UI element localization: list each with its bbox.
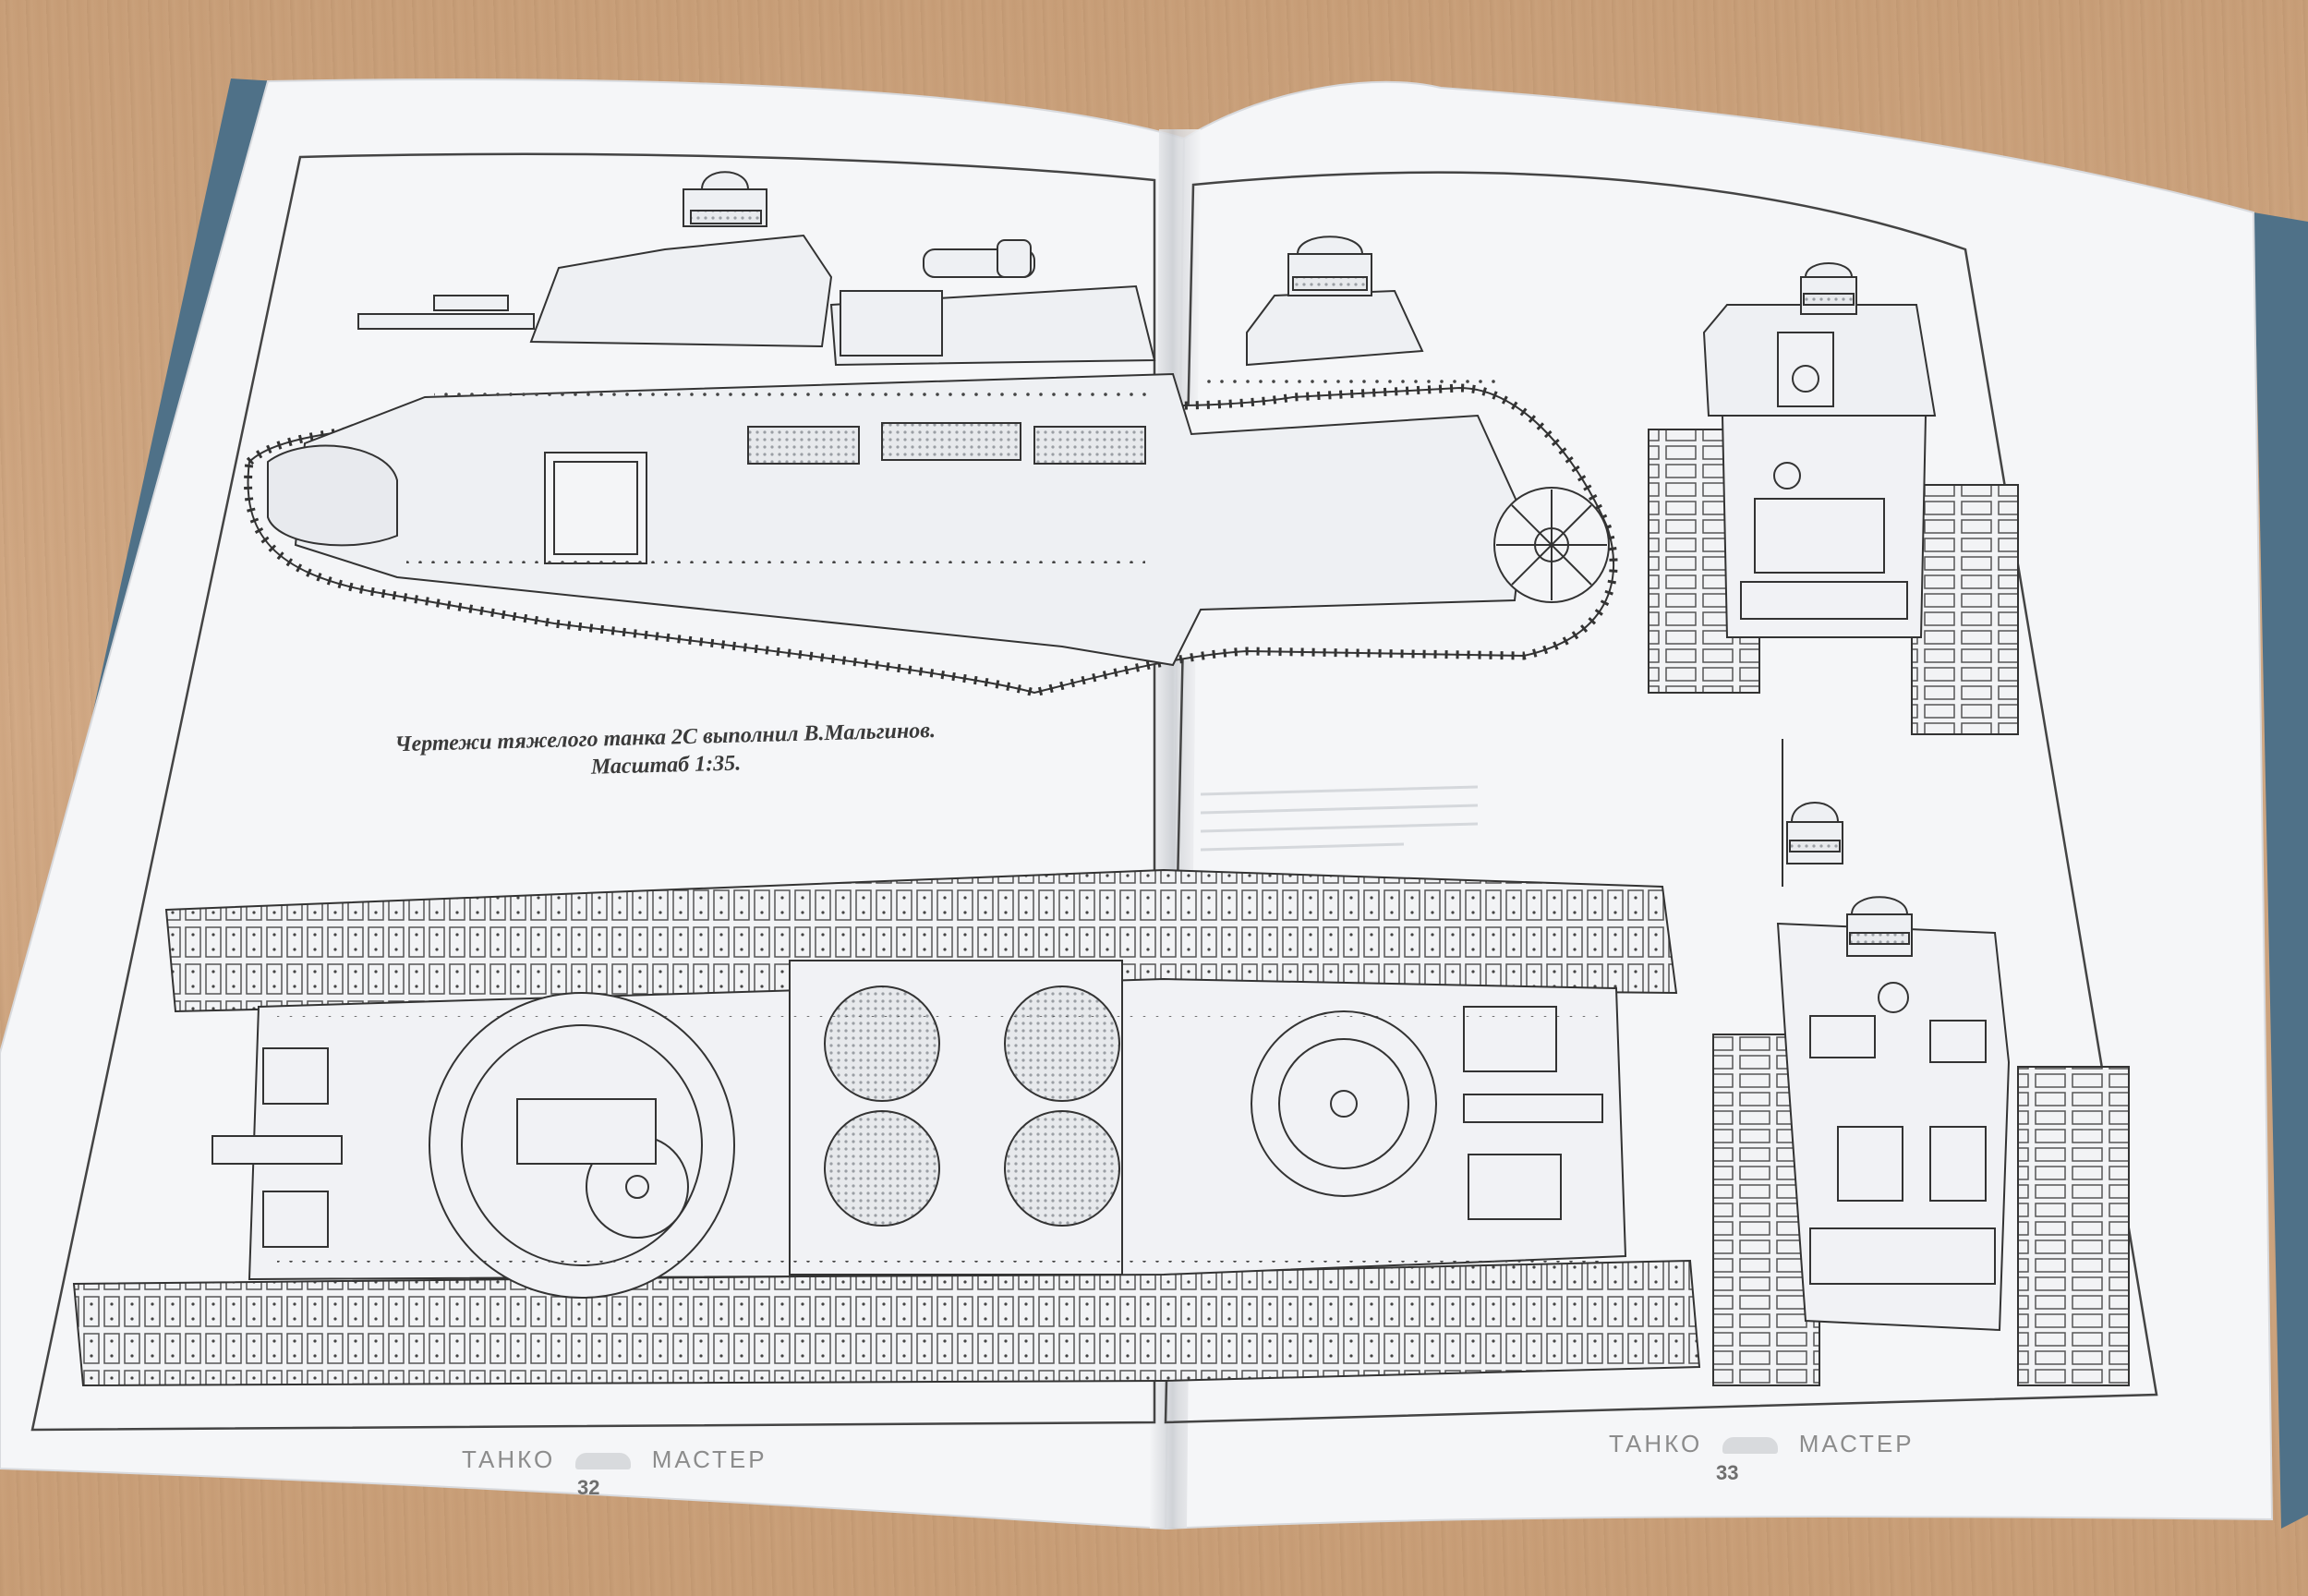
page-number-left: 32 xyxy=(577,1476,600,1499)
right-frame xyxy=(1164,171,2158,1424)
tank-top-view-drawing xyxy=(72,868,1701,1387)
bleed-through-text xyxy=(1200,785,1479,852)
tank-side-view-drawing xyxy=(244,171,1618,697)
left-frame xyxy=(30,152,1156,1432)
footer-brand-right: ТАНКО МАСТЕР xyxy=(1609,1430,1915,1458)
tank-front-view-drawing xyxy=(1648,262,2019,735)
brand-word-right: МАСТЕР xyxy=(651,1445,767,1473)
footer-brand-left: ТАНКО МАСТЕР xyxy=(462,1445,767,1474)
cover-edge-right xyxy=(2254,212,2308,1529)
tank-rear-view-drawing xyxy=(1712,739,2130,1386)
brand-tank-icon xyxy=(575,1453,632,1470)
brand-word-right: МАСТЕР xyxy=(1798,1430,1915,1457)
page-number-right: 33 xyxy=(1716,1461,1739,1484)
brand-tank-icon xyxy=(1722,1437,1779,1455)
brand-word-left: ТАНКО xyxy=(1609,1430,1703,1457)
brand-word-left: ТАНКО xyxy=(462,1445,556,1473)
